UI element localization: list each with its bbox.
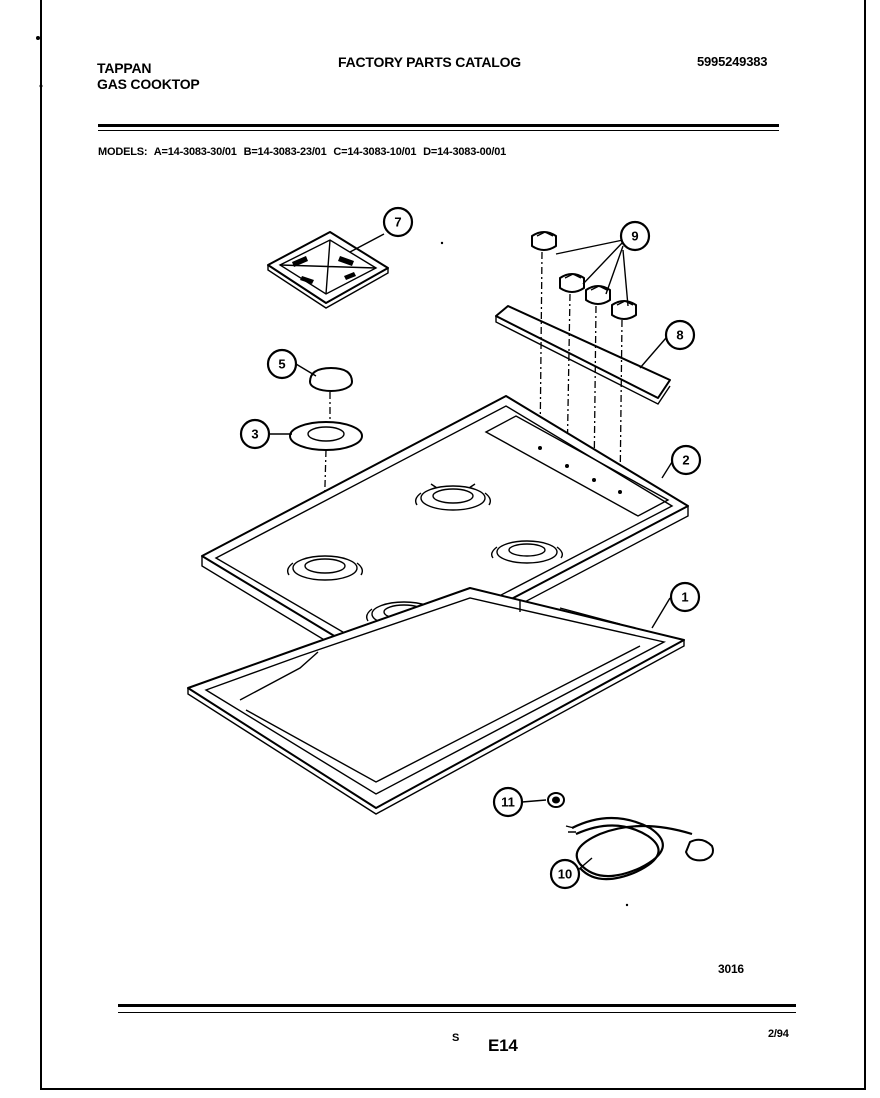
model-b: B=14-3083-23/01 xyxy=(243,146,327,158)
footer-rule-thin xyxy=(118,1012,796,1013)
product-name: GAS COOKTOP xyxy=(97,76,200,92)
svg-text:7: 7 xyxy=(394,215,401,230)
callout-10: 10 xyxy=(549,858,581,890)
header-rule-thin xyxy=(98,130,779,131)
page-frame xyxy=(40,0,866,1090)
power-cord-part xyxy=(565,816,714,881)
brand-name: TAPPAN xyxy=(97,60,152,76)
burner-grate-part xyxy=(267,231,389,309)
svg-text:1: 1 xyxy=(681,590,688,605)
page-code: E14 xyxy=(488,1036,518,1055)
callout-1: 1 xyxy=(669,581,701,613)
header-rule xyxy=(98,124,779,127)
model-a: A=14-3083-30/01 xyxy=(153,146,237,158)
brand-block: TAPPAN GAS COOKTOP xyxy=(97,60,200,92)
callout-2: 2 xyxy=(670,444,702,476)
publish-date: 2/94 xyxy=(768,1028,789,1040)
control-panel-trim-part xyxy=(495,305,671,405)
svg-text:9: 9 xyxy=(631,229,638,244)
svg-text:11: 11 xyxy=(501,795,515,810)
svg-text:3: 3 xyxy=(251,427,258,442)
cooktop-base-part xyxy=(187,587,685,815)
burner-cap-part xyxy=(309,367,353,392)
models-label: MODELS: xyxy=(98,146,148,158)
control-knobs-part xyxy=(531,231,637,320)
model-d: D=14-3083-00/01 xyxy=(423,146,507,158)
svg-text:5: 5 xyxy=(278,357,285,372)
callout-11: 11 xyxy=(492,786,524,818)
models-line: MODELS: A=14-3083-30/01 B=14-3083-23/01 … xyxy=(98,146,506,158)
callout-5: 5 xyxy=(266,348,298,380)
callout-3: 3 xyxy=(239,418,271,450)
svg-text:8: 8 xyxy=(676,328,683,343)
diagram-number: 3016 xyxy=(718,962,744,976)
model-c: C=14-3083-10/01 xyxy=(333,146,417,158)
page-prefix: S xyxy=(452,1032,460,1044)
svg-text:10: 10 xyxy=(558,867,572,882)
footer-rule xyxy=(118,1004,796,1007)
catalog-number: 5995249383 xyxy=(697,54,768,69)
catalog-title: FACTORY PARTS CATALOG xyxy=(338,54,521,70)
callout-9: 9 xyxy=(619,220,651,252)
grommet-part xyxy=(547,792,565,808)
svg-text:2: 2 xyxy=(682,453,689,468)
callout-7: 7 xyxy=(382,206,414,238)
burner-ring-part xyxy=(289,421,363,451)
callout-8: 8 xyxy=(664,319,696,351)
